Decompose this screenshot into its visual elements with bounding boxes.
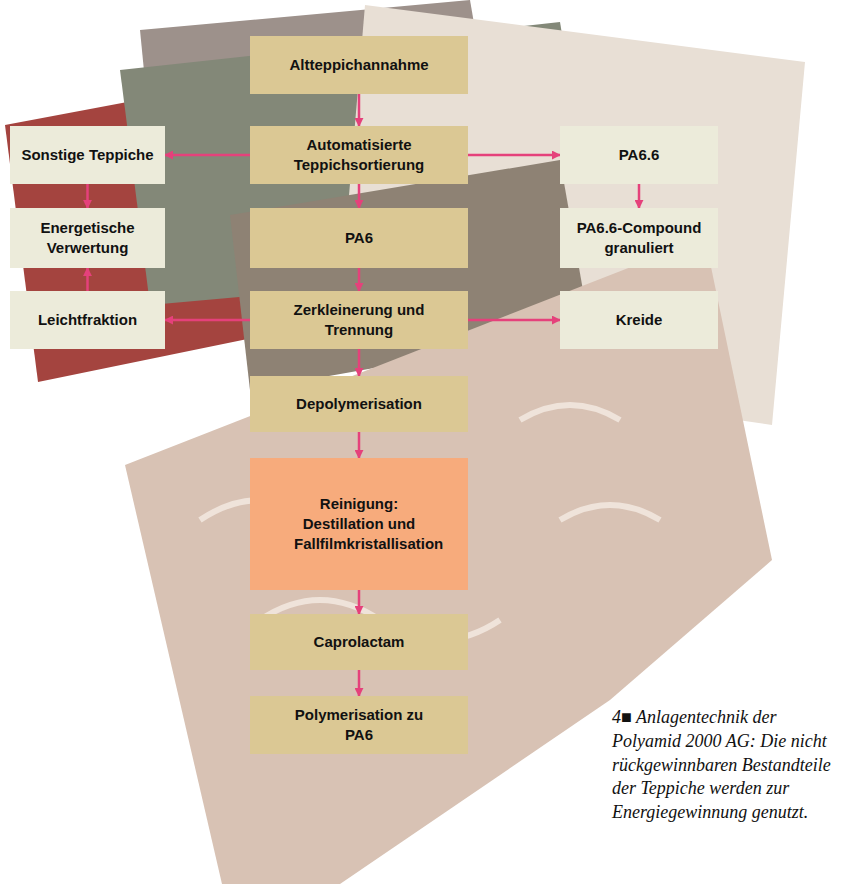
flow-arrow	[358, 670, 361, 696]
flow-arrow	[86, 268, 89, 291]
process-box: Zerkleinerung und Trennung	[250, 291, 468, 349]
flow-arrow	[358, 268, 361, 291]
box-label: Kreide	[616, 310, 663, 330]
flow-arrow	[358, 184, 361, 208]
flow-arrow	[165, 154, 250, 157]
output-box: Energetische Verwertung	[10, 208, 165, 268]
process-box: Altteppichannahme	[250, 36, 468, 94]
box-label: Depolymerisation	[296, 394, 422, 414]
carpet-pattern	[200, 405, 660, 640]
output-box: Kreide	[560, 291, 718, 349]
flow-arrow	[358, 432, 361, 458]
box-label: Zerkleinerung und Trennung	[274, 300, 444, 341]
flow-arrow	[358, 349, 361, 376]
process-box: Caprolactam	[250, 614, 468, 670]
flow-arrow	[638, 184, 641, 208]
process-box: Polymerisation zu PA6	[250, 696, 468, 754]
output-box: Sonstige Teppiche	[10, 126, 165, 184]
process-box: Reinigung: Destillation und Fallfilmkris…	[250, 458, 468, 590]
box-label: Reinigung: Destillation und Fallfilmkris…	[294, 494, 424, 555]
box-label: Energetische Verwertung	[23, 218, 153, 259]
output-box: PA6.6-Compound granuliert	[560, 208, 718, 268]
flow-arrow	[358, 590, 361, 614]
flow-arrow	[468, 319, 560, 322]
box-label: PA6.6	[619, 145, 660, 165]
box-label: PA6.6-Compound granuliert	[569, 218, 709, 259]
flow-arrow	[358, 94, 361, 126]
box-label: Sonstige Teppiche	[21, 145, 153, 165]
box-label: Caprolactam	[314, 632, 405, 652]
flow-arrow	[86, 184, 89, 208]
figure-caption: 4■ Anlagentechnik der Polyamid 2000 AG: …	[612, 706, 840, 825]
process-box: Depolymerisation	[250, 376, 468, 432]
flow-arrow	[165, 319, 250, 322]
box-label: Leichtfraktion	[38, 310, 137, 330]
flow-arrow	[468, 154, 560, 157]
process-box: PA6	[250, 208, 468, 268]
box-label: Altteppichannahme	[289, 55, 428, 75]
output-box: PA6.6	[560, 126, 718, 184]
output-box: Leichtfraktion	[10, 291, 165, 349]
box-label: PA6	[345, 228, 373, 248]
box-label: Automatisierte Teppichsortierung	[274, 135, 444, 176]
box-label: Polymerisation zu PA6	[289, 705, 429, 746]
process-box: Automatisierte Teppichsortierung	[250, 126, 468, 184]
